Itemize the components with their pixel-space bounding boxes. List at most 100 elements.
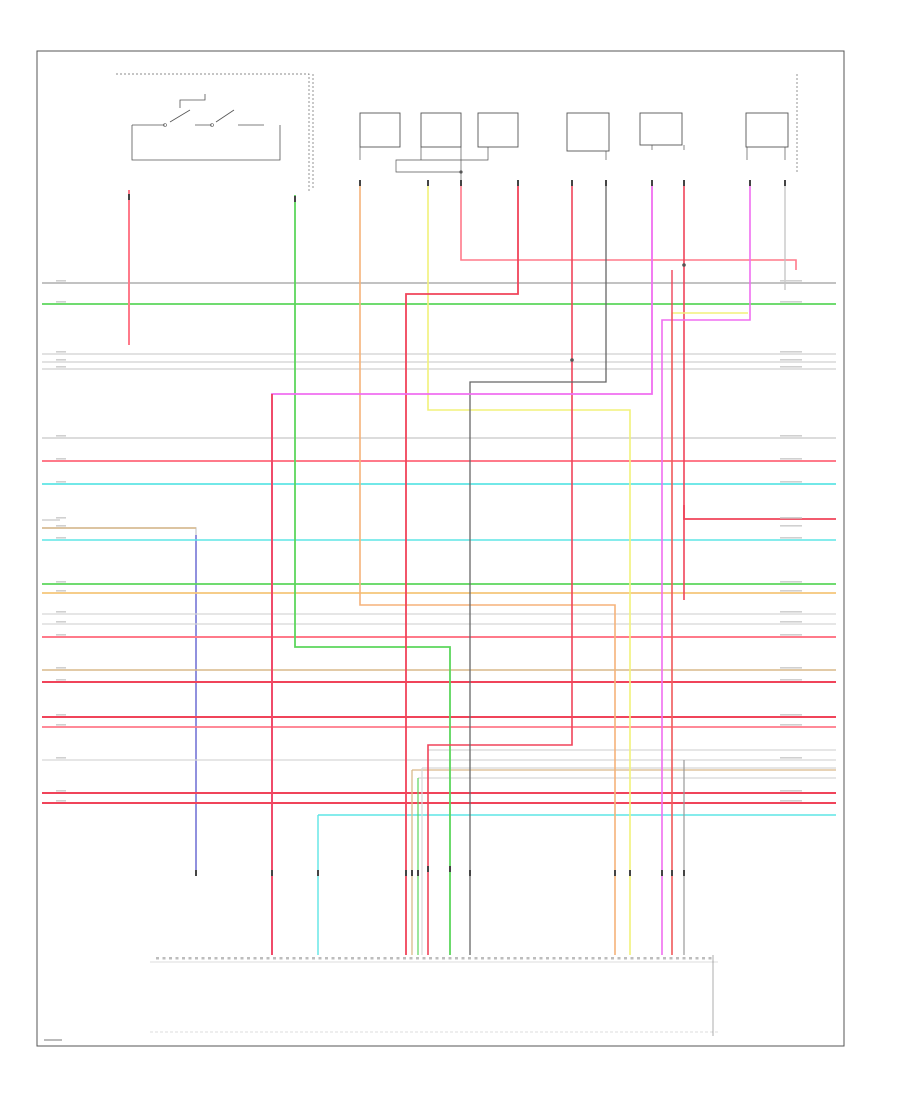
connector-pin [669, 957, 673, 960]
connector-pin [689, 957, 692, 960]
wire-label-mark [56, 481, 66, 483]
wire-label-mark [780, 351, 802, 353]
component-boxes [359, 112, 789, 152]
wire-label-mark [56, 517, 66, 519]
component-box [566, 112, 610, 152]
connector-pin [455, 957, 458, 960]
connector-pin [526, 957, 530, 960]
wire-label-mark [56, 435, 66, 437]
wire-label-mark [780, 800, 802, 802]
wire-dark [469, 185, 607, 955]
wire-white [42, 353, 836, 370]
pin-row [156, 957, 712, 960]
connector-pin [292, 957, 296, 960]
connector-pin [286, 957, 289, 960]
connector-pin [266, 957, 270, 960]
wire-white [42, 519, 197, 870]
connector-pin [403, 957, 406, 960]
connector-pin [474, 957, 478, 960]
connector-pin [507, 957, 510, 960]
connector-pin [559, 957, 562, 960]
connector-pin [396, 957, 400, 960]
connector-pin [442, 957, 445, 960]
wire-white [42, 613, 836, 625]
connector-pin [253, 957, 257, 960]
connector-pin [188, 957, 192, 960]
wire-red [427, 185, 573, 955]
wire-label-mark [56, 280, 66, 282]
connector-pin [390, 957, 393, 960]
side-marks [56, 280, 802, 802]
wire-pink [460, 185, 797, 270]
wire-label-mark [780, 359, 802, 361]
connector-pin [565, 957, 569, 960]
wire-label-mark [56, 301, 66, 303]
connector-pin [318, 957, 322, 960]
connector-pin [416, 957, 419, 960]
connector-pin [676, 957, 679, 960]
connector-pin [578, 957, 582, 960]
wire-label-mark [56, 366, 66, 368]
wire-label-mark [780, 590, 802, 592]
wire-label-mark [780, 366, 802, 368]
connector-pin [260, 957, 263, 960]
wire-label-mark [780, 724, 802, 726]
connector-pin [305, 957, 309, 960]
wire-label-mark [780, 757, 802, 759]
wire-label-mark [56, 537, 66, 539]
connector-pin [585, 957, 588, 960]
wire-label-mark [780, 280, 802, 282]
connector-pin [624, 957, 627, 960]
connector-pin [312, 957, 315, 960]
connector-pin [591, 957, 595, 960]
connector-pin [227, 957, 231, 960]
connector-pin [344, 957, 348, 960]
connector-pin [208, 957, 211, 960]
connector-pin [630, 957, 634, 960]
switch-symbol-icon [131, 94, 281, 161]
connector-pin [325, 957, 328, 960]
connector-pin [175, 957, 179, 960]
wire-magenta [271, 185, 653, 955]
connector-pin [682, 957, 686, 960]
connector-pin [520, 957, 523, 960]
connector-pin [357, 957, 361, 960]
component-box [477, 112, 519, 148]
wire-yellow [427, 185, 631, 955]
connector-pin [331, 957, 335, 960]
component-box [359, 112, 401, 148]
wire-red [683, 505, 836, 520]
connector-pin [299, 957, 302, 960]
connector-pin [448, 957, 452, 960]
connector-pin [656, 957, 660, 960]
connector-pin [435, 957, 439, 960]
wire-label-mark [56, 590, 66, 592]
wire-label-mark [56, 359, 66, 361]
wire-green [294, 195, 451, 955]
connector-pin [468, 957, 471, 960]
wire-label-mark [780, 790, 802, 792]
splice-points [459, 170, 686, 362]
wire-label-mark [56, 351, 66, 353]
wire-white [418, 749, 836, 779]
wire-label-mark [56, 634, 66, 636]
connector-pin [214, 957, 218, 960]
connector-pin [234, 957, 237, 960]
wire-label-mark [56, 800, 66, 802]
wire-label-mark [780, 611, 802, 613]
connector-pin [539, 957, 543, 960]
connector-pin [169, 957, 172, 960]
wire-label-mark [56, 724, 66, 726]
connector-pin [221, 957, 224, 960]
diagram-border [36, 50, 845, 1047]
connector-pin [546, 957, 549, 960]
connector-pin [351, 957, 354, 960]
connector-pin [370, 957, 374, 960]
connector-pin [162, 957, 166, 960]
connector-pin [377, 957, 380, 960]
connector-pin [552, 957, 556, 960]
wire-label-mark [56, 667, 66, 669]
connector-pin [279, 957, 283, 960]
connector-pin [643, 957, 647, 960]
